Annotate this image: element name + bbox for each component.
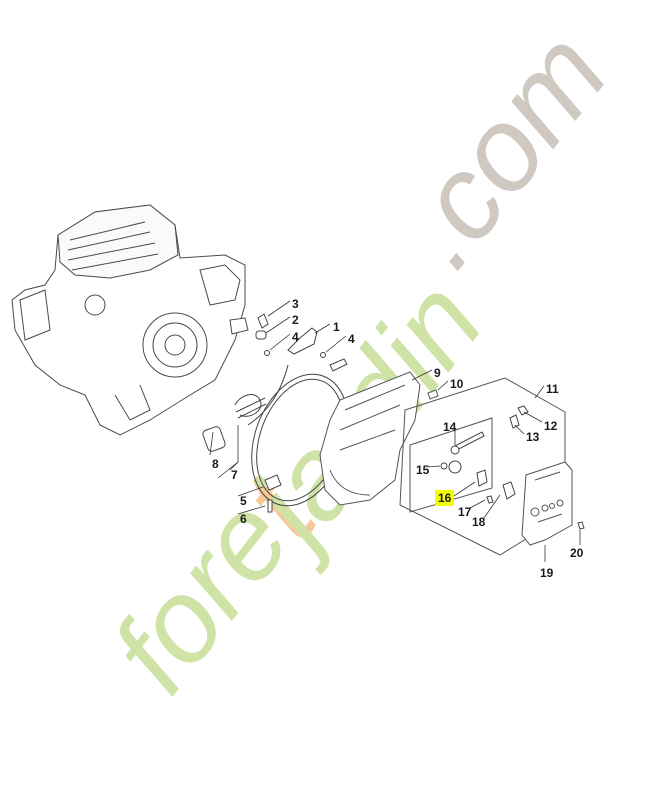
callout-9[interactable]: 9 — [434, 366, 441, 380]
callout-16-highlighted[interactable]: 16 — [435, 490, 455, 506]
callout-17[interactable]: 17 — [458, 505, 472, 519]
callout-5[interactable]: 5 — [240, 494, 247, 508]
callout-8[interactable]: 8 — [212, 457, 219, 471]
sprocket-cover — [319, 371, 439, 506]
brake-parts — [202, 313, 349, 513]
callout-10[interactable]: 10 — [450, 377, 464, 391]
callout-12[interactable]: 12 — [544, 419, 558, 433]
watermark-com: .com — [371, 8, 632, 291]
callout-3[interactable]: 3 — [292, 297, 299, 311]
engine-block — [11, 204, 249, 436]
callout-20[interactable]: 20 — [570, 546, 584, 560]
callout-4a[interactable]: 4 — [292, 330, 299, 344]
callout-14[interactable]: 14 — [443, 420, 457, 434]
callout-4b[interactable]: 4 — [348, 332, 355, 346]
callout-15[interactable]: 15 — [416, 463, 430, 477]
cover-plate — [521, 461, 573, 546]
callout-2[interactable]: 2 — [292, 313, 299, 327]
callout-11[interactable]: 11 — [546, 382, 559, 396]
callout-13[interactable]: 13 — [526, 430, 540, 444]
callout-19[interactable]: 19 — [540, 566, 554, 580]
kit-parts — [440, 405, 585, 530]
callout-7[interactable]: 7 — [231, 468, 238, 482]
callout-18[interactable]: 18 — [472, 515, 486, 529]
leader-lines — [209, 300, 581, 562]
callout-6[interactable]: 6 — [240, 512, 247, 526]
callout-1[interactable]: 1 — [333, 320, 340, 334]
